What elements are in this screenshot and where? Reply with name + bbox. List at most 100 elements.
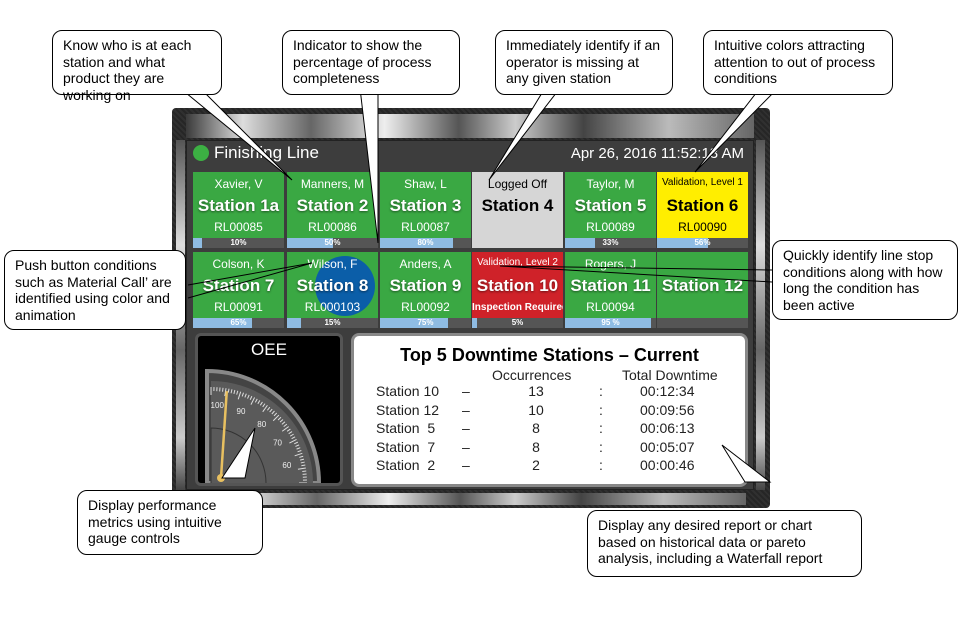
downtime-total: 00:05:07 <box>640 438 695 455</box>
progress-label: 5% <box>511 318 524 327</box>
downtime-station: Station 5 <box>376 420 436 436</box>
gauge-tick <box>237 391 242 400</box>
gauge-tick <box>301 464 306 467</box>
downtime-occ: 13 <box>528 383 544 399</box>
progress-fill <box>565 318 652 328</box>
gauge-tick <box>294 452 303 457</box>
station-top: Validation, Level 2 <box>477 257 558 268</box>
station-top: Manners, M <box>300 177 365 191</box>
downtime-total: 00:09:56 <box>640 401 695 418</box>
gauge-tick <box>299 458 305 461</box>
progress-fill <box>380 238 453 248</box>
gauge-tick <box>271 410 275 415</box>
station-name: Station 7 <box>202 276 275 295</box>
station-name: Station 4 <box>481 196 554 215</box>
oee-gauge-panel: OEE 1009080706050 <box>195 333 343 486</box>
chrome-right-bar <box>756 140 765 490</box>
progress-fill <box>287 318 301 328</box>
station-bottom: RL00091 <box>214 300 263 314</box>
gauge-tick <box>262 405 268 413</box>
downtime-title: Top 5 Downtime Stations – Current <box>400 345 699 365</box>
progress-label: 15% <box>324 318 341 327</box>
progress-bar: 5% <box>472 318 563 328</box>
station-top: Logged Off <box>487 177 548 191</box>
station-name: Station 10 <box>476 276 559 295</box>
progress-bar: 65% <box>193 318 284 328</box>
station-name: Station 12 <box>661 276 744 295</box>
line-title: Finishing Line <box>214 143 319 162</box>
callout-operator: Know who is at each station and what pro… <box>52 30 222 103</box>
chrome-top-bar <box>186 114 754 138</box>
callout-line-stop: Quickly identify line stop conditions al… <box>772 240 958 320</box>
gauge-tick <box>296 447 301 450</box>
gauge-tick <box>277 416 282 421</box>
gauge-tick <box>236 390 239 395</box>
gauge-tick <box>289 433 294 437</box>
gauge-tick <box>291 436 296 440</box>
station-bottom: RL00094 <box>586 300 635 314</box>
progress-label: 75% <box>417 318 434 327</box>
progress-fill <box>380 318 449 328</box>
downtime-station: Station 12 <box>376 401 440 418</box>
progress-bar: 75% <box>380 318 471 328</box>
gauge-tick <box>269 408 273 413</box>
callout-report: Display any desired report or chart base… <box>587 510 862 577</box>
progress-label: 95 % <box>601 318 620 327</box>
station-top: Shaw, L <box>404 177 447 191</box>
gauge-tick <box>259 401 263 406</box>
progress-fill <box>193 238 203 248</box>
gauge-tick-label: 70 <box>273 438 282 447</box>
gauge-tick <box>247 394 250 399</box>
downtime-station: Station 7 <box>376 438 436 455</box>
material-call-indicator[interactable] <box>315 256 375 316</box>
progress-bar: 10% <box>193 238 284 248</box>
col-total-downtime: Total Downtime <box>622 367 718 383</box>
station-tile[interactable]: Station 12 <box>657 252 748 318</box>
progress-bar: 15% <box>287 318 378 328</box>
progress-label: 33% <box>602 238 619 247</box>
downtime-station: Station 10 <box>376 383 440 399</box>
progress-bar: 95 % <box>565 318 656 328</box>
downtime-dash: – <box>462 383 470 399</box>
downtime-total: 00:06:13 <box>640 420 695 436</box>
station-name: Station 1a <box>197 196 280 215</box>
gauge-tick <box>224 388 227 397</box>
downtime-sep: : <box>599 457 603 473</box>
gauge-tick <box>294 441 299 445</box>
gauge-tick <box>262 403 266 408</box>
station-bottom: RL00087 <box>401 220 450 234</box>
station-bottom: RL00092 <box>401 300 450 314</box>
gauge-tick-label: 100 <box>211 401 225 410</box>
gauge-tick <box>288 431 293 435</box>
station-bottom: RL00089 <box>586 220 635 234</box>
gauge-tick <box>302 470 307 472</box>
downtime-dash: – <box>462 457 470 473</box>
station-name: Station 5 <box>574 196 647 215</box>
progress-bar: 50% <box>287 238 378 248</box>
downtime-row: Station 10–13:00:12:34 <box>354 383 745 401</box>
gauge-tick <box>249 395 253 400</box>
downtime-occ: 8 <box>532 438 540 455</box>
downtime-row: Station 2–2:00:00:46 <box>354 457 745 475</box>
col-occurrences: Occurrences <box>492 367 572 383</box>
downtime-total: 00:00:46 <box>640 457 695 473</box>
gauge-tick <box>297 450 302 453</box>
progress-bar: 33% <box>565 238 656 248</box>
gauge-tick <box>281 426 289 432</box>
station-bottom: RL00086 <box>308 220 357 234</box>
gauge-tick <box>281 421 286 425</box>
oee-gauge: 1009080706050 <box>205 368 322 483</box>
station-top: Xavier, V <box>214 177 263 191</box>
station-bottom: RL00090 <box>678 220 727 234</box>
